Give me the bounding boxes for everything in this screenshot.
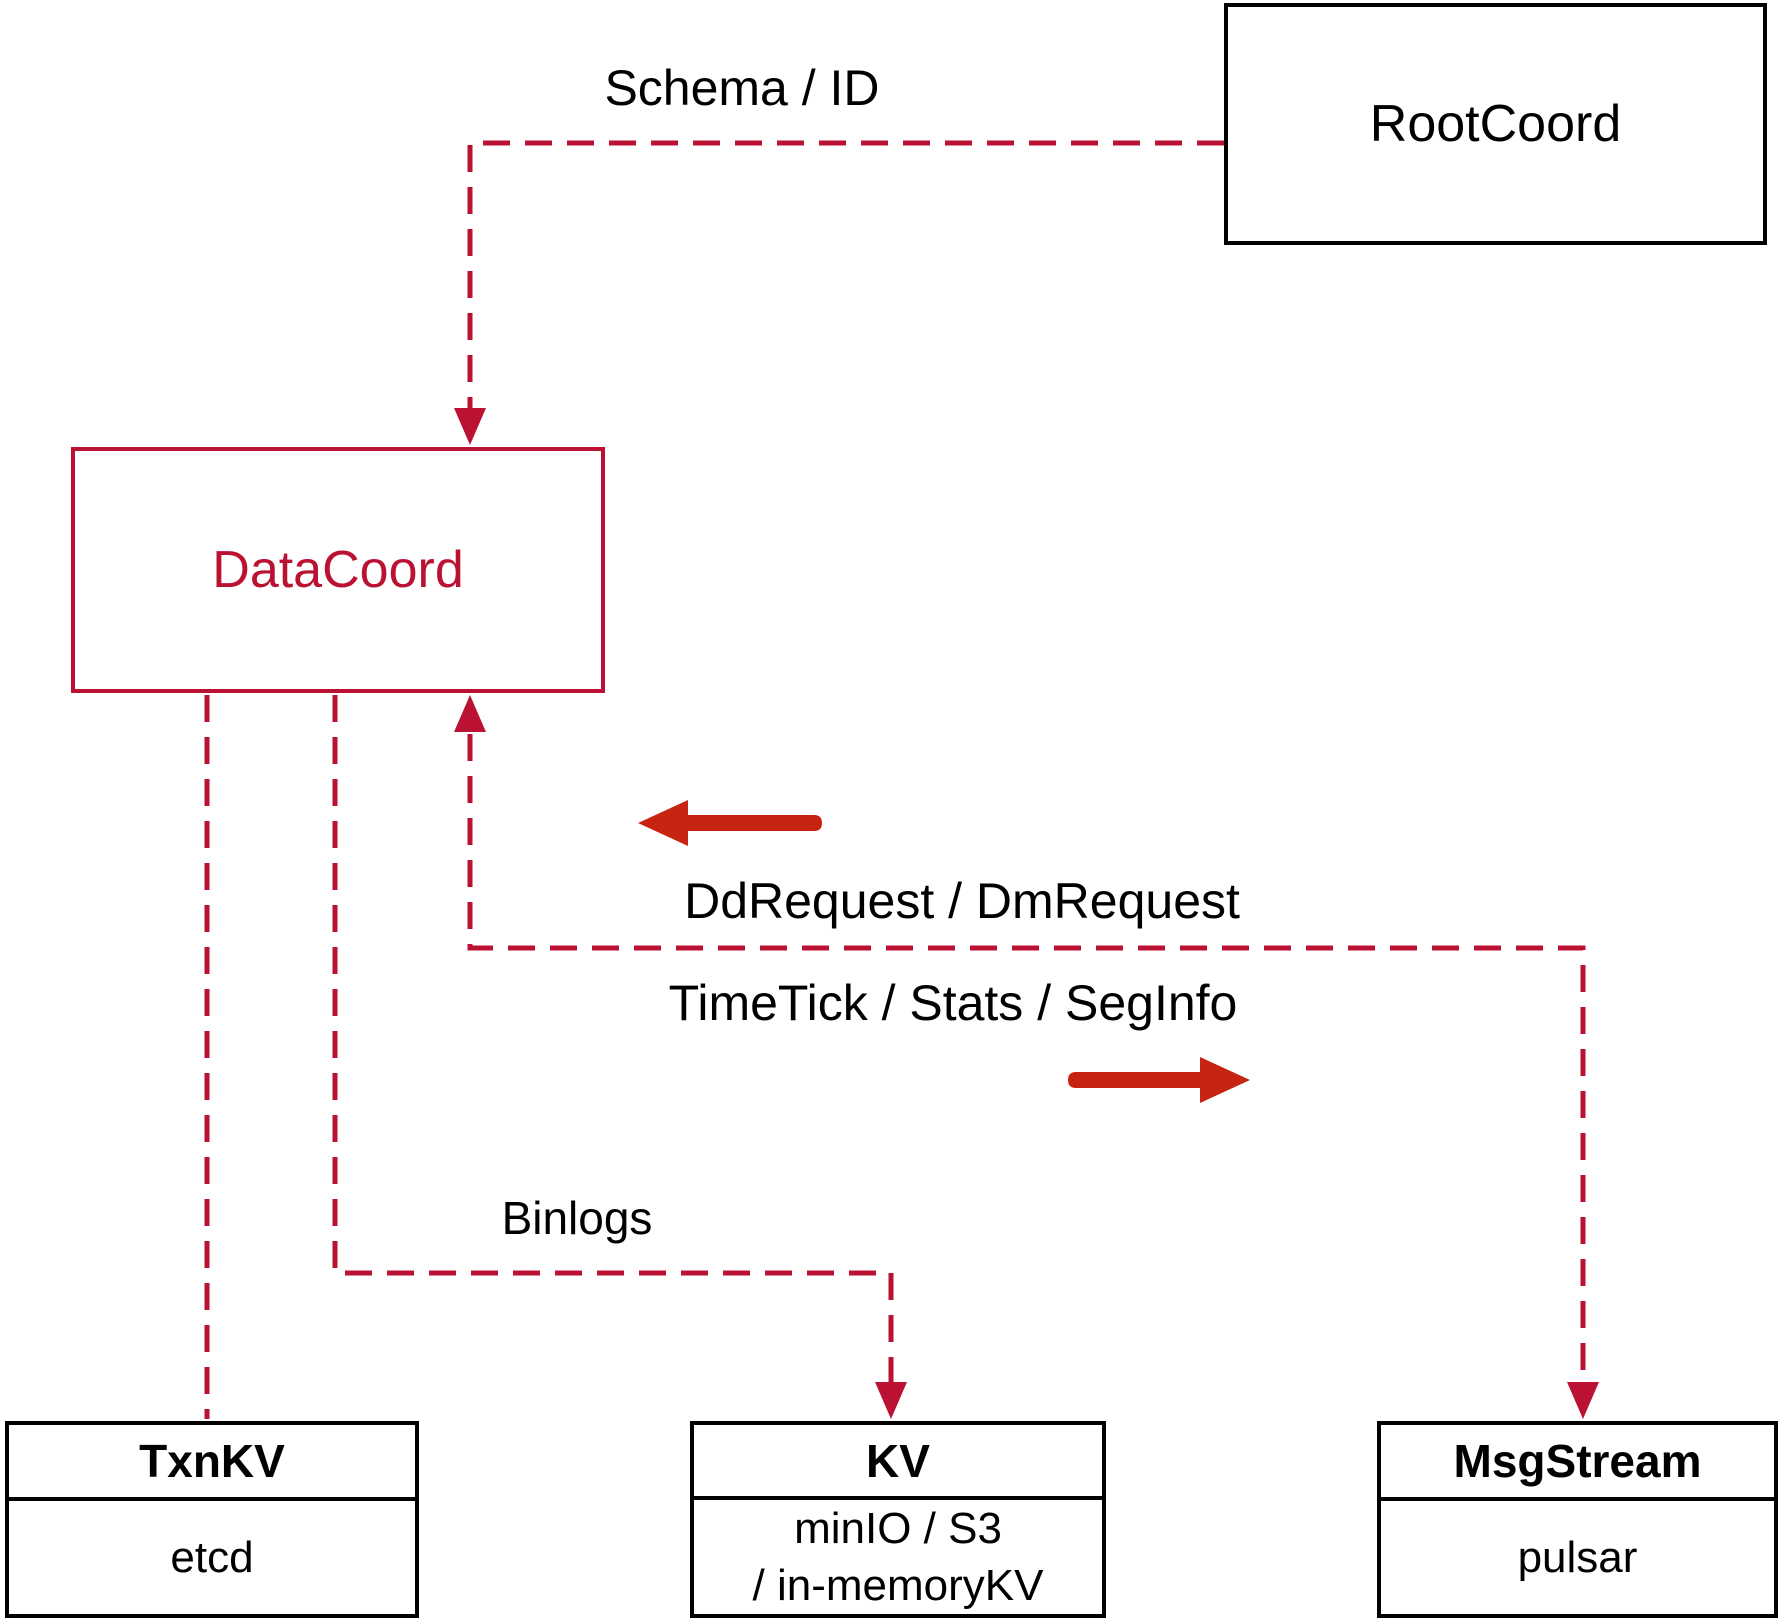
edge-label-binlogs: Binlogs <box>501 1192 653 1244</box>
arrowhead-into-kv-top <box>875 1382 907 1419</box>
node-kv: KV minIO / S3 / in-memoryKV <box>690 1421 1106 1618</box>
edge-label-timetick: TimeTick / Stats / SegInfo <box>668 975 1238 1031</box>
node-msgstream: MsgStream pulsar <box>1377 1421 1778 1618</box>
edge-schema-id-line <box>467 140 1224 428</box>
node-kv-body-line1: minIO / S3 <box>794 1504 1002 1553</box>
arrowhead-into-datacoord-bottom <box>454 695 486 732</box>
node-txnkv-title: TxnKV <box>9 1425 415 1501</box>
node-datacoord: DataCoord <box>71 447 605 693</box>
node-kv-title: KV <box>694 1425 1102 1500</box>
node-txnkv-body: etcd <box>170 1533 254 1582</box>
edge-binlogs-line <box>332 695 894 1400</box>
node-rootcoord: RootCoord <box>1224 3 1767 245</box>
node-msgstream-title: MsgStream <box>1381 1425 1774 1501</box>
node-kv-body: minIO / S3 / in-memoryKV <box>694 1500 1102 1614</box>
edge-msgstream-datacoord-line <box>467 734 1586 1400</box>
node-txnkv: TxnKV etcd <box>5 1421 419 1618</box>
node-kv-body-line2: / in-memoryKV <box>752 1561 1044 1610</box>
node-datacoord-label: DataCoord <box>212 541 464 599</box>
solid-arrow-right <box>1068 1057 1250 1103</box>
arrowhead-into-datacoord-top <box>454 408 486 445</box>
node-msgstream-body: pulsar <box>1517 1533 1638 1582</box>
node-rootcoord-label: RootCoord <box>1369 95 1622 153</box>
edge-label-schema-id: Schema / ID <box>604 60 880 116</box>
arrowhead-into-msgstream-top <box>1567 1382 1599 1419</box>
edge-label-dd-request: DdRequest / DmRequest <box>684 873 1240 929</box>
solid-arrow-left <box>638 800 822 846</box>
